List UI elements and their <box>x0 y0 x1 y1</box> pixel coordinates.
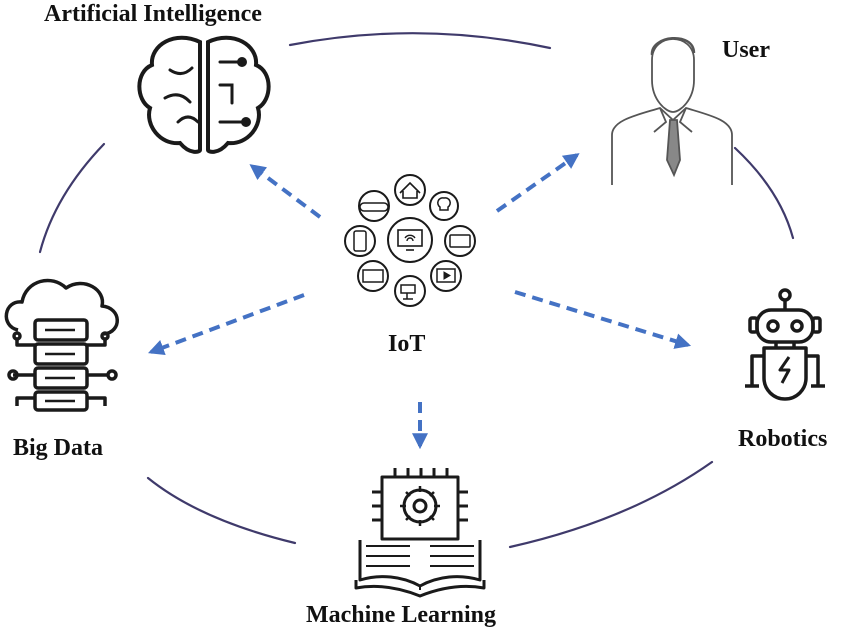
arrow-to-robotics <box>514 290 692 349</box>
cloud-server-icon <box>4 278 119 412</box>
outer-ring <box>38 32 795 549</box>
businessman-icon <box>611 37 733 185</box>
bigdata-label: Big Data <box>13 435 103 461</box>
robotics-label: Robotics <box>738 426 828 452</box>
ring-arc-left <box>38 142 106 254</box>
iot-label: IoT <box>388 331 426 357</box>
gear-chip-book-icon <box>354 468 486 598</box>
iot-devices-cluster-icon <box>344 174 476 307</box>
ring-arc-top <box>288 32 552 50</box>
user-label: User <box>722 37 770 63</box>
ai-label: Artificial Intelligence <box>44 1 262 27</box>
ring-arc-right <box>733 146 795 240</box>
robot-icon <box>745 288 825 401</box>
brain-circuit-icon <box>137 35 271 154</box>
connection-arrows <box>148 153 692 450</box>
arrow-to-ai <box>249 164 322 219</box>
ring-arc-bottom-left <box>146 476 297 545</box>
ml-label: Machine Learning <box>306 602 496 628</box>
ring-arc-bottom-right <box>508 460 714 549</box>
arrow-to-user <box>495 153 580 213</box>
arrow-to-bigdata <box>148 293 305 356</box>
